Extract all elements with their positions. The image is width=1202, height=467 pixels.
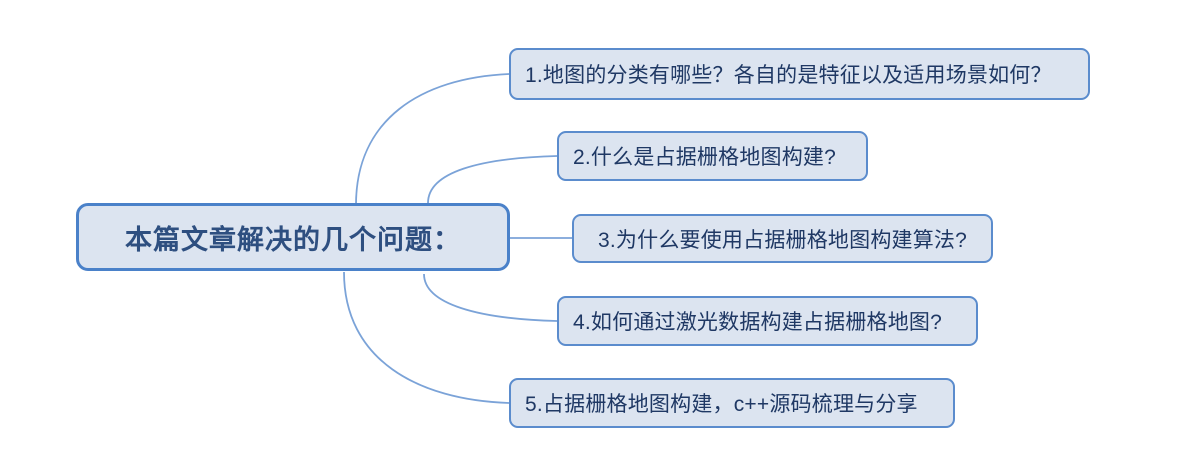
branch-node-5[interactable]: 5.占据栅格地图构建，c++源码梳理与分享: [509, 378, 955, 428]
connector-root-to-branch-2: [427, 155, 558, 204]
branch-node-3[interactable]: 3.为什么要使用占据栅格地图构建算法?: [572, 214, 993, 263]
branch-node-4-label: 4.如何通过激光数据构建占据栅格地图?: [573, 311, 942, 334]
connector-root-to-branch-1: [355, 73, 510, 206]
root-node-label: 本篇文章解决的几个问题：: [125, 224, 461, 255]
root-node[interactable]: 本篇文章解决的几个问题：: [76, 203, 510, 271]
branch-node-4[interactable]: 4.如何通过激光数据构建占据栅格地图?: [557, 296, 978, 346]
connector-root-to-branch-4: [423, 273, 558, 322]
branch-node-2-label: 2.什么是占据栅格地图构建?: [573, 146, 836, 169]
branch-node-1[interactable]: 1.地图的分类有哪些？各自的是特征以及适用场景如何？: [509, 48, 1090, 100]
branch-node-3-label: 3.为什么要使用占据栅格地图构建算法?: [598, 228, 967, 252]
connector-root-to-branch-5: [343, 271, 510, 404]
branch-node-2[interactable]: 2.什么是占据栅格地图构建?: [557, 131, 868, 181]
branch-node-5-label: 5.占据栅格地图构建，c++源码梳理与分享: [525, 393, 918, 416]
branch-node-1-label: 1.地图的分类有哪些？各自的是特征以及适用场景如何？: [525, 64, 1052, 87]
